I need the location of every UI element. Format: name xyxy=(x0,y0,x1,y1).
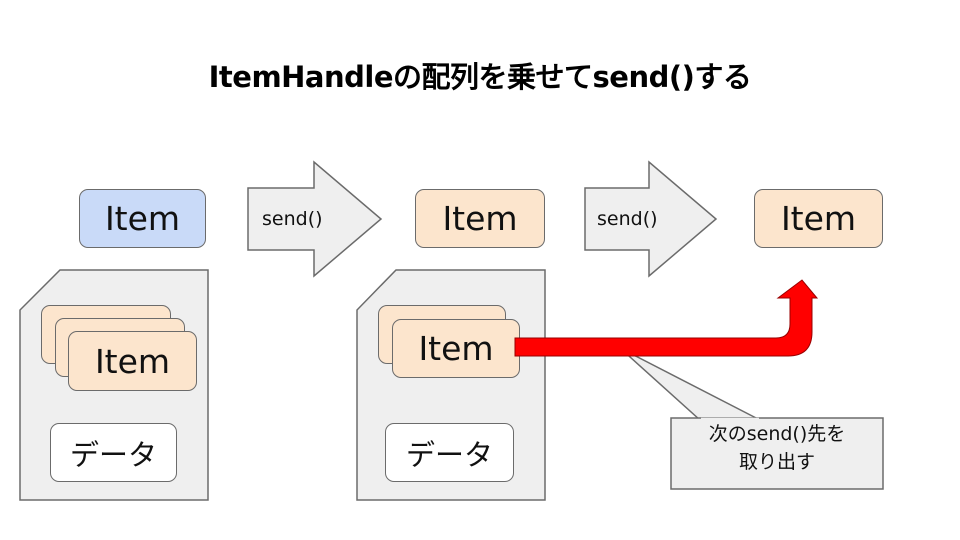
stacked-item-front: Item xyxy=(68,331,197,391)
page-title: ItemHandleの配列を乗せてsend()する xyxy=(208,60,752,94)
data-box-step-1: データ xyxy=(50,423,177,482)
held-item-front: Item xyxy=(392,319,520,378)
send-label-2: send() xyxy=(597,208,658,230)
send-arrow-2 xyxy=(584,160,718,278)
callout-text: 次のsend()先を 取り出す xyxy=(671,420,883,476)
red-arrow xyxy=(514,279,819,357)
callout-line-1: 次のsend()先を xyxy=(708,423,846,445)
callout-box xyxy=(670,417,884,490)
item-box-step-2: Item xyxy=(415,189,545,248)
callout-line-2: 取り出す xyxy=(738,451,815,473)
item-box-step-1: Item xyxy=(79,189,206,248)
send-arrow-1 xyxy=(247,160,383,278)
send-label-1: send() xyxy=(262,208,323,230)
item-box-step-3: Item xyxy=(754,189,883,248)
data-box-step-2: データ xyxy=(385,423,514,482)
